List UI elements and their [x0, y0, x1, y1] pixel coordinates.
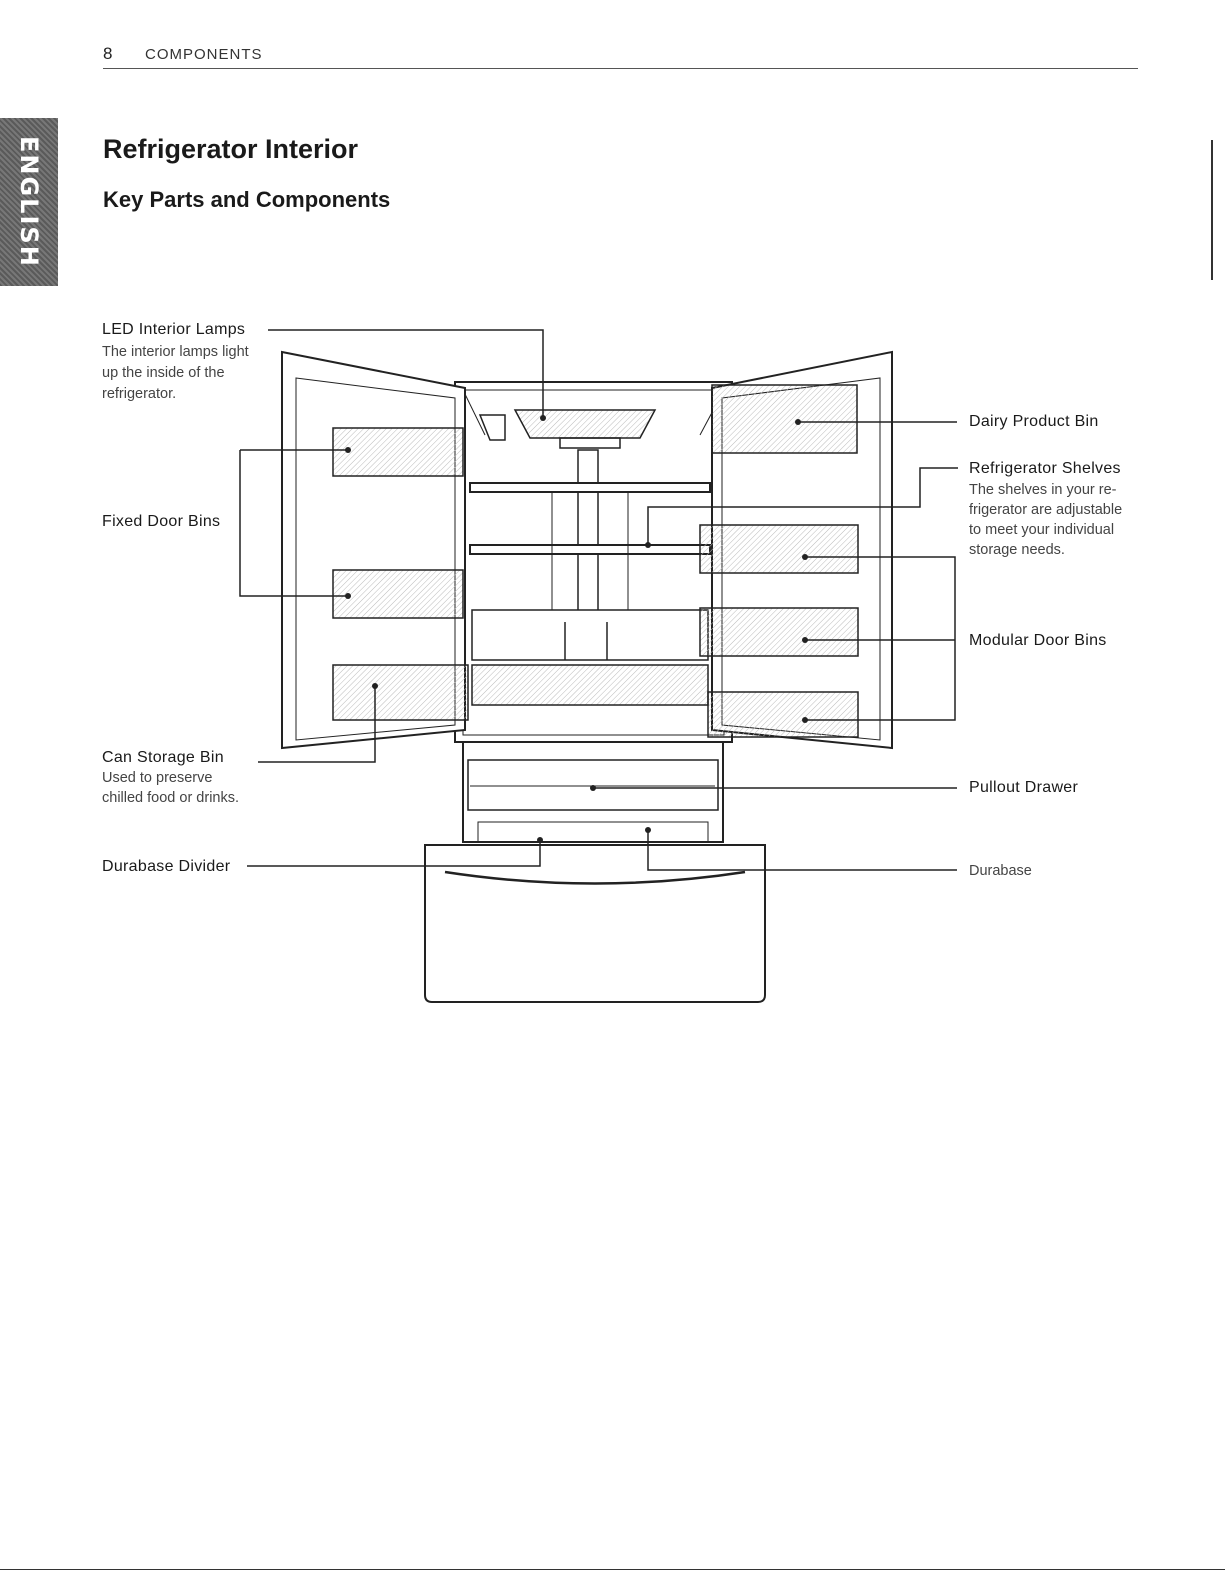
callout-pullout-drawer: Pullout Drawer: [969, 779, 1079, 796]
language-tab: ENGLISH: [0, 118, 58, 286]
callout-shelves-desc-1: The shelves in your re-: [969, 482, 1117, 498]
callout-modular-door-bins: Modular Door Bins: [969, 632, 1107, 649]
left-door: [281, 350, 469, 750]
page-title: Refrigerator Interior: [103, 134, 359, 164]
callout-can-storage-desc-1: Used to preserve: [102, 770, 213, 786]
crisper-drawers: [471, 609, 709, 706]
page-bottom-rule: [0, 1569, 1225, 1570]
leader-lines: [239, 329, 958, 871]
led-lamp-housing: [478, 409, 657, 616]
right-door: [699, 350, 893, 750]
freezer-section: [424, 741, 766, 1003]
callout-refrigerator-shelves: Refrigerator Shelves: [969, 460, 1121, 477]
callout-can-storage-desc-2: chilled food or drinks.: [102, 790, 240, 806]
callout-led-lamps-desc-1: The interior lamps light: [102, 344, 249, 360]
callout-fixed-door-bins: Fixed Door Bins: [102, 513, 221, 530]
callout-led-lamps-desc-2: up the inside of the: [102, 365, 225, 381]
language-tab-label: ENGLISH: [15, 136, 43, 268]
callout-led-lamps-desc-3: refrigerator.: [102, 386, 177, 402]
callout-durabase-divider: Durabase Divider: [102, 858, 231, 875]
margin-rule: [1211, 140, 1213, 280]
callout-led-interior-lamps: LED Interior Lamps: [102, 321, 246, 338]
callout-shelves-desc-2: frigerator are adjustable: [969, 502, 1123, 518]
leader-dots: [345, 415, 808, 843]
section-label: COMPONENTS: [145, 46, 263, 63]
page-number: 8: [103, 44, 113, 63]
callout-shelves-desc-4: storage needs.: [969, 542, 1065, 558]
page-subtitle: Key Parts and Components: [103, 187, 391, 212]
callout-durabase: Durabase: [969, 863, 1032, 879]
callout-can-storage-bin: Can Storage Bin: [102, 749, 224, 766]
callout-dairy-product-bin: Dairy Product Bin: [969, 413, 1099, 430]
page-header: 8 COMPONENTS: [103, 44, 1138, 69]
callout-shelves-desc-3: to meet your individual: [969, 522, 1115, 538]
